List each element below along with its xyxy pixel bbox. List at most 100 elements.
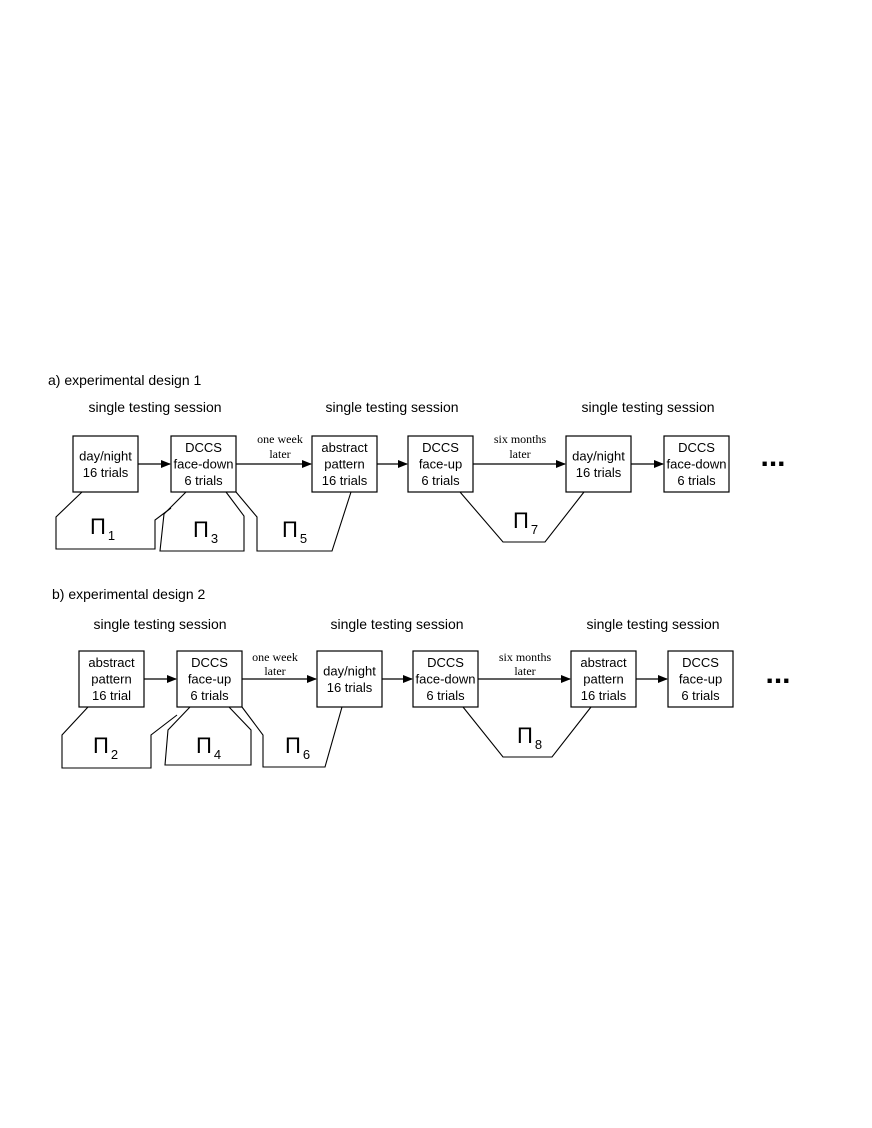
pi2-region xyxy=(61,706,178,769)
task-box-line: DCCS xyxy=(682,655,719,670)
task-box-line: DCCS xyxy=(678,440,715,455)
pi-subscript: 4 xyxy=(214,747,221,762)
task-box-line: 16 trials xyxy=(327,680,373,695)
pi4-region xyxy=(164,706,252,766)
task-box-line: face-down xyxy=(667,457,727,472)
task-box-frame xyxy=(311,435,378,493)
pi-subscript: 7 xyxy=(531,522,538,537)
delay-label: later xyxy=(509,447,530,461)
task-box-line: 16 trials xyxy=(83,465,129,480)
task-box-line: 16 trials xyxy=(576,465,622,480)
task-box-line: face-down xyxy=(416,672,476,687)
task-box-line: pattern xyxy=(91,672,131,687)
task-box-line: DCCS xyxy=(191,655,228,670)
pi-symbol: Π xyxy=(93,733,109,758)
task-box-line: day/night xyxy=(323,663,376,678)
pi-subscript: 3 xyxy=(211,531,218,546)
task-box-frame xyxy=(407,435,474,493)
task-box-line: DCCS xyxy=(427,655,464,670)
pi-symbol: Π xyxy=(90,514,106,539)
task-box-line: DCCS xyxy=(422,440,459,455)
pi7-region xyxy=(459,491,585,543)
task-box-frame xyxy=(316,650,383,708)
task-box: day/night 16 trials xyxy=(72,435,139,493)
task-box-frame xyxy=(667,650,734,708)
task-box: day/night 16 trials xyxy=(316,650,383,708)
pi-symbol: Π xyxy=(193,517,209,542)
task-box-line: pattern xyxy=(583,672,623,687)
session-label: single testing session xyxy=(330,616,463,632)
pi-subscript: 6 xyxy=(303,747,310,762)
pi1-region xyxy=(55,491,172,550)
delay-label: one week xyxy=(257,432,303,446)
task-box: day/night 16 trials xyxy=(565,435,632,493)
ellipsis: ... xyxy=(760,440,785,473)
task-box-frame xyxy=(170,435,237,493)
delay-label: later xyxy=(264,664,285,678)
task-box-line: abstract xyxy=(321,440,368,455)
task-box-line: 16 trial xyxy=(92,688,131,703)
task-box-frame xyxy=(663,435,730,493)
delay-label: six months xyxy=(499,650,552,664)
session-label: single testing session xyxy=(93,616,226,632)
task-box-frame xyxy=(412,650,479,708)
pi5-region xyxy=(235,491,352,552)
task-box-line: face-up xyxy=(188,672,231,687)
pi8-region xyxy=(462,706,592,758)
session-label: single testing session xyxy=(586,616,719,632)
delay-label: later xyxy=(514,664,535,678)
task-box-line: 6 trials xyxy=(190,688,229,703)
panel-title: a) experimental design 1 xyxy=(48,372,202,388)
task-box-line: 16 trials xyxy=(322,473,368,488)
ellipsis: ... xyxy=(765,657,790,690)
task-box-line: abstract xyxy=(88,655,135,670)
task-box-line: face-down xyxy=(174,457,234,472)
task-box: DCCS face-up6 trials xyxy=(176,650,243,708)
task-box-line: day/night xyxy=(79,448,132,463)
task-box-line: 16 trials xyxy=(581,688,627,703)
session-label: single testing session xyxy=(325,399,458,415)
pi3-region xyxy=(159,491,245,552)
task-box-line: 6 trials xyxy=(677,473,716,488)
pi-subscript: 8 xyxy=(535,737,542,752)
task-box-frame xyxy=(72,435,139,493)
pi-symbol: Π xyxy=(285,733,301,758)
task-box-line: 6 trials xyxy=(421,473,460,488)
pi-subscript: 2 xyxy=(111,747,118,762)
pi-symbol: Π xyxy=(282,517,298,542)
task-box-frame xyxy=(570,650,637,708)
task-box-frame xyxy=(78,650,145,708)
delay-label: one week xyxy=(252,650,298,664)
task-box-line: 6 trials xyxy=(184,473,223,488)
session-label: single testing session xyxy=(581,399,714,415)
task-box-line: face-up xyxy=(419,457,462,472)
pi6-region xyxy=(241,706,343,768)
delay-label: later xyxy=(269,447,290,461)
task-box: DCCS face-up6 trials xyxy=(667,650,734,708)
task-box-line: 6 trials xyxy=(681,688,720,703)
task-box-line: face-up xyxy=(679,672,722,687)
task-box-line: DCCS xyxy=(185,440,222,455)
task-box-line: 6 trials xyxy=(426,688,465,703)
pi-symbol: Π xyxy=(513,508,529,533)
session-label: single testing session xyxy=(88,399,221,415)
pi-symbol: Π xyxy=(517,723,533,748)
pi-subscript: 1 xyxy=(108,528,115,543)
task-box-line: day/night xyxy=(572,448,625,463)
